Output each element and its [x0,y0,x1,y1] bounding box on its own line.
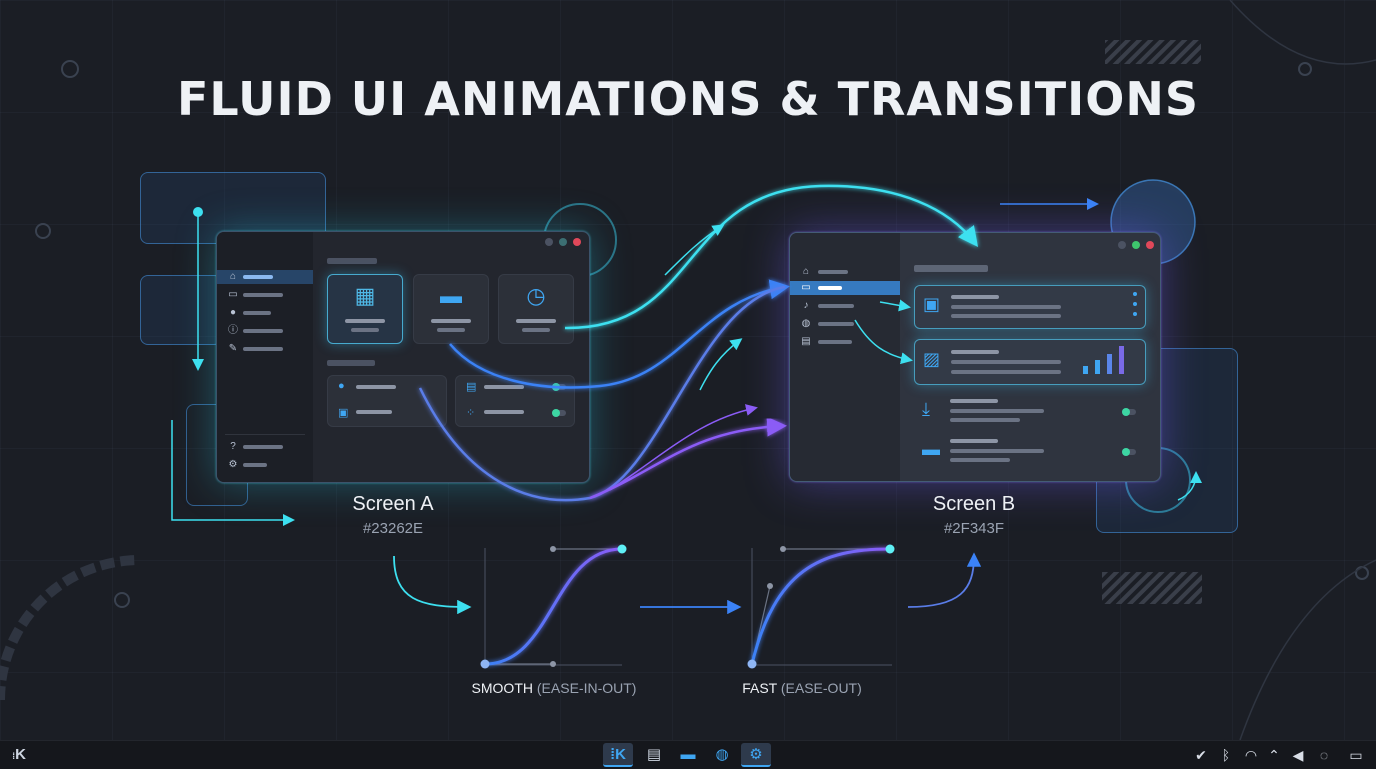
list-row-image[interactable]: ▣ [914,285,1146,329]
sidebar-item-calendar[interactable]: ▭ [217,288,313,302]
sidebar-item-help[interactable]: ? [217,440,313,454]
screen-a-label: Screen A [352,493,434,515]
list-row-download[interactable]: ⤓ [914,395,1144,425]
curve-name: FAST [742,680,777,696]
card-folder[interactable]: ▬ [413,274,489,344]
grid-icon: ▦ [354,283,376,308]
taskbar-app-kde[interactable]: ⁞K [603,743,633,767]
toggle-switch[interactable] [552,383,566,391]
home-icon: ⌂ [802,266,810,277]
volume-icon[interactable]: ◀ [1292,747,1304,763]
window-maximize-button[interactable] [1132,241,1140,249]
list-card-right[interactable]: ▤ ⁘ [455,375,575,427]
launcher-icon: K [15,746,26,763]
help-icon: ? [230,441,236,452]
sidebar-item-info[interactable]: ⓘ [217,324,313,338]
files-icon: ▬ [680,746,696,763]
wifi-icon[interactable]: ◠ [1244,747,1258,763]
window-maximize-button[interactable] [559,238,567,246]
window-minimize-button[interactable] [545,238,553,246]
curve-detail: (EASE-OUT) [780,680,862,696]
divider [225,434,305,435]
browser-icon: ◍ [715,746,729,763]
bell-icon: ♪ [803,300,809,311]
ease-out-label: FAST (EASE-OUT) [712,680,892,696]
gallery-icon: ▨ [923,349,941,369]
document-icon: ▤ [466,381,477,393]
chevron-up-icon[interactable]: ⌃ [1268,747,1280,763]
taskbar: ⁞K ⁞K ▤ ▬ ◍ ⚙ ✔ ᛒ ◠ ⌃ ◀ ◌ ▭ [0,740,1376,769]
list-row-gallery[interactable]: ▨ [914,339,1146,385]
sidebar-item-settings[interactable]: ⚙ [217,458,313,472]
screen-a-color: #23262E [362,520,424,537]
window-icon: ▭ [801,282,811,293]
user-icon: ● [338,380,345,392]
window-close-button[interactable] [573,238,581,246]
clock-icon: ◷ [526,283,546,308]
sidebar-item-list[interactable]: ▤ [790,335,900,349]
apps-icon: ⁘ [466,407,476,419]
sidebar-item-window[interactable]: ▭ [790,281,900,295]
settings-icon: ⚙ [228,459,238,470]
globe-icon: ◍ [801,318,811,329]
taskbar-app-files[interactable]: ▬ [673,743,703,767]
screen-a-sidebar: ⌂ ▭ ● ⓘ ✎ ? ⚙ [217,232,313,482]
screen-b-color: #2F343F [943,520,1005,537]
list-icon: ▤ [801,336,811,347]
application-launcher[interactable]: ⁞K [12,746,26,763]
download-icon: ⤓ [922,399,930,419]
screen-b-window: ⌂ ▭ ♪ ◍ ▤ ▣ ▨ [789,232,1161,482]
power-icon[interactable]: ◌ [1319,747,1329,763]
card-clock[interactable]: ◷ [498,274,574,344]
kde-icon: ⁞K [610,746,626,763]
tools-icon: ✎ [228,343,238,354]
sidebar-item-notifications[interactable]: ♪ [790,299,900,313]
photo-icon: ▣ [338,407,349,419]
show-desktop-icon[interactable]: ▭ [1349,747,1363,763]
screen-a-window: ⌂ ▭ ● ⓘ ✎ ? ⚙ ▦ [216,231,590,483]
image-icon: ▣ [923,294,941,314]
settings-icon: ⚙ [749,746,763,763]
taskbar-app-settings[interactable]: ⚙ [741,743,771,767]
sidebar-item-home[interactable]: ⌂ [790,265,900,279]
user-icon: ● [229,307,237,318]
section-heading-placeholder [914,265,988,272]
bluetooth-icon[interactable]: ᛒ [1221,747,1231,763]
taskbar-app-browser[interactable]: ◍ [707,743,737,767]
back-panel [140,275,222,345]
curve-detail: (EASE-IN-OUT) [536,680,637,696]
toggle-switch[interactable] [552,409,566,417]
toggle-switch[interactable] [1122,448,1136,456]
window-minimize-button[interactable] [1118,241,1126,249]
sidebar-item-globe[interactable]: ◍ [790,317,900,331]
window-close-button[interactable] [1146,241,1154,249]
ease-in-out-label: SMOOTH (EASE-IN-OUT) [444,680,664,696]
page-title: FLUID UI ANIMATIONS & TRANSITIONS [177,72,1199,126]
folder-icon: ▬ [440,283,462,308]
sidebar-item-tools[interactable]: ✎ [217,342,313,356]
section-heading-placeholder [327,258,377,264]
sidebar-item-user[interactable]: ● [217,306,313,320]
screen-b-label: Screen B [932,493,1016,515]
curve-name: SMOOTH [471,680,533,696]
toggle-switch[interactable] [1122,408,1136,416]
card-grid[interactable]: ▦ [327,274,403,344]
taskbar-app-terminal[interactable]: ▤ [639,743,669,767]
list-row-folder[interactable]: ▬ [914,435,1144,465]
home-icon: ⌂ [229,271,237,282]
sidebar-item-home[interactable]: ⌂ [217,270,313,284]
check-icon[interactable]: ✔ [1195,747,1207,763]
folder-icon: ▬ [922,439,940,459]
info-icon: ⓘ [228,325,238,336]
list-card-left[interactable]: ● ▣ [327,375,447,427]
terminal-icon: ▤ [646,746,662,763]
section-heading-placeholder [327,360,375,366]
calendar-icon: ▭ [228,289,238,300]
screen-b-sidebar: ⌂ ▭ ♪ ◍ ▤ [790,233,900,481]
